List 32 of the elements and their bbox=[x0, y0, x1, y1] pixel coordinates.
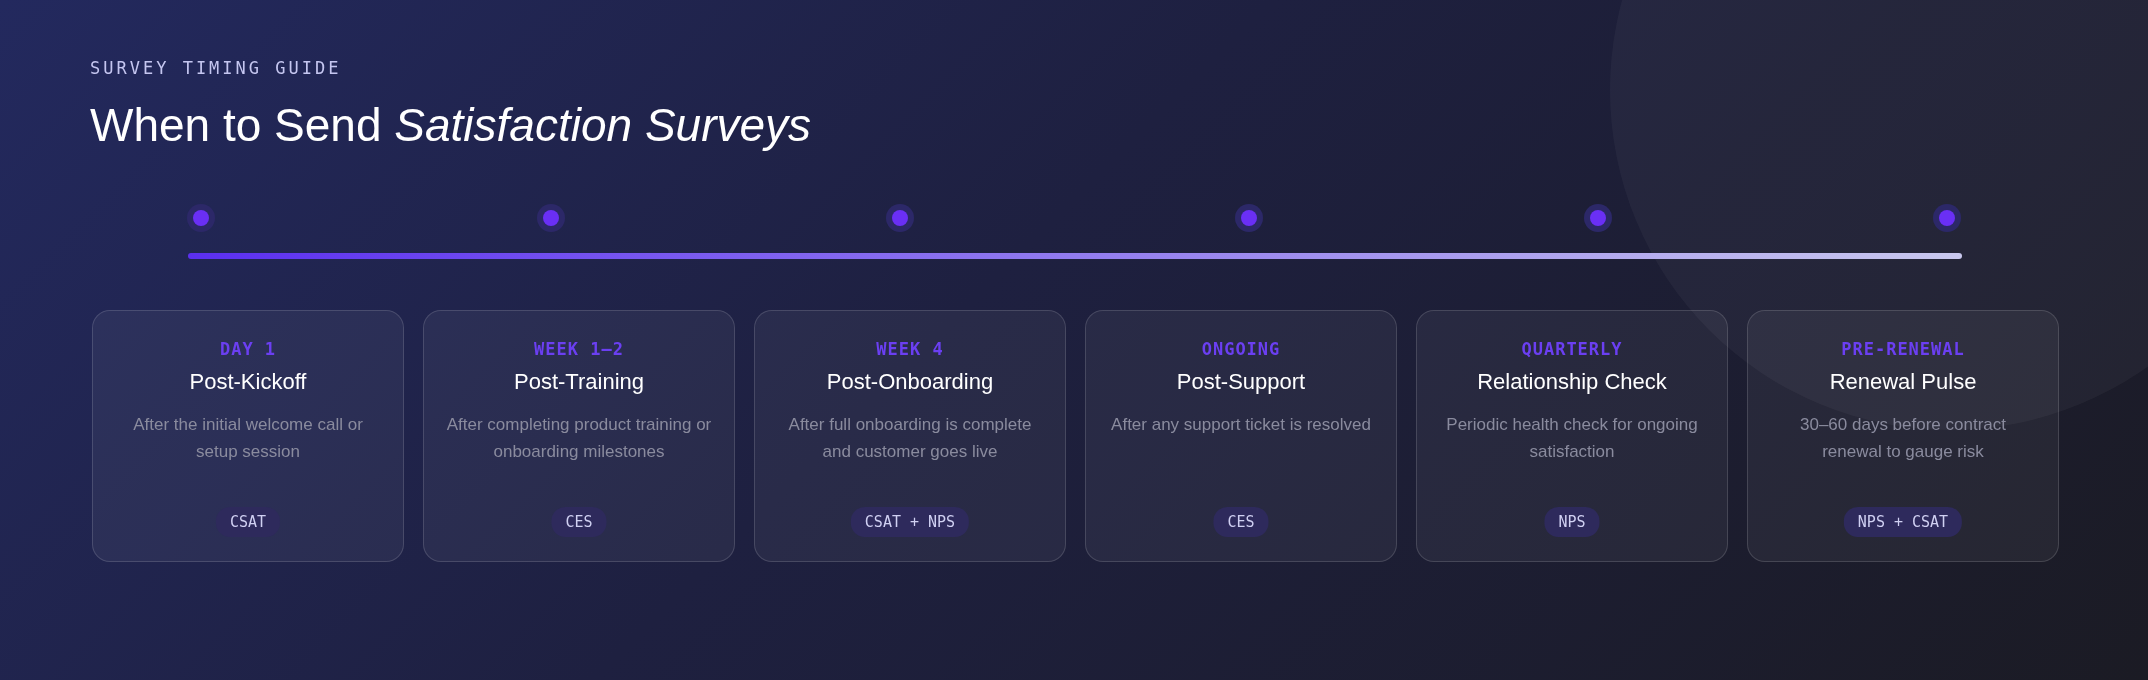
stage-label: DAY 1 bbox=[218, 339, 278, 359]
card-description: Periodic health check for ongoing satisfaction bbox=[1445, 414, 1699, 463]
stage-card bbox=[754, 310, 1066, 562]
survey-type-tag: CES bbox=[1213, 507, 1269, 537]
card-title: Post-Kickoff bbox=[188, 369, 308, 395]
stage-label: WEEK 1–2 bbox=[533, 339, 625, 359]
stage-card bbox=[1416, 310, 1728, 562]
card-description: After the initial welcome call or setup session bbox=[132, 414, 364, 463]
survey-type-tag: NPS bbox=[1544, 507, 1600, 537]
card-title: Post-Support bbox=[1175, 369, 1307, 395]
stage-card bbox=[1747, 310, 2059, 562]
stage-label: WEEK 4 bbox=[875, 339, 945, 359]
stage-card bbox=[1085, 310, 1397, 562]
card-description: After any support ticket is resolved bbox=[1110, 414, 1372, 436]
card-title: Post-Onboarding bbox=[825, 369, 995, 395]
stage-label: QUARTERLY bbox=[1520, 339, 1624, 359]
card-title: Relationship Check bbox=[1476, 369, 1668, 395]
card-description: After completing product training or onboarding milestones bbox=[446, 414, 712, 463]
survey-type-tag: CSAT + NPS bbox=[850, 507, 970, 537]
title: When to Send Satisfaction Surveys bbox=[90, 98, 812, 152]
card-title: Renewal Pulse bbox=[1828, 369, 1978, 395]
card-description: 30–60 days before contract renewal to gauge risk bbox=[1799, 414, 2007, 463]
stage-label: PRE-RENEWAL bbox=[1840, 339, 1966, 359]
stage-card bbox=[92, 310, 404, 562]
survey-type-tag: CSAT bbox=[215, 507, 281, 537]
card-description: After full onboarding is complete and customer goes live bbox=[787, 414, 1033, 463]
card-title: Post-Training bbox=[513, 369, 645, 395]
stage-card bbox=[423, 310, 735, 562]
survey-type-tag: CES bbox=[551, 507, 607, 537]
survey-type-tag: NPS + CSAT bbox=[1843, 507, 1963, 537]
kicker-text: SURVEY TIMING GUIDE bbox=[90, 58, 342, 78]
stage-label: ONGOING bbox=[1200, 339, 1282, 359]
